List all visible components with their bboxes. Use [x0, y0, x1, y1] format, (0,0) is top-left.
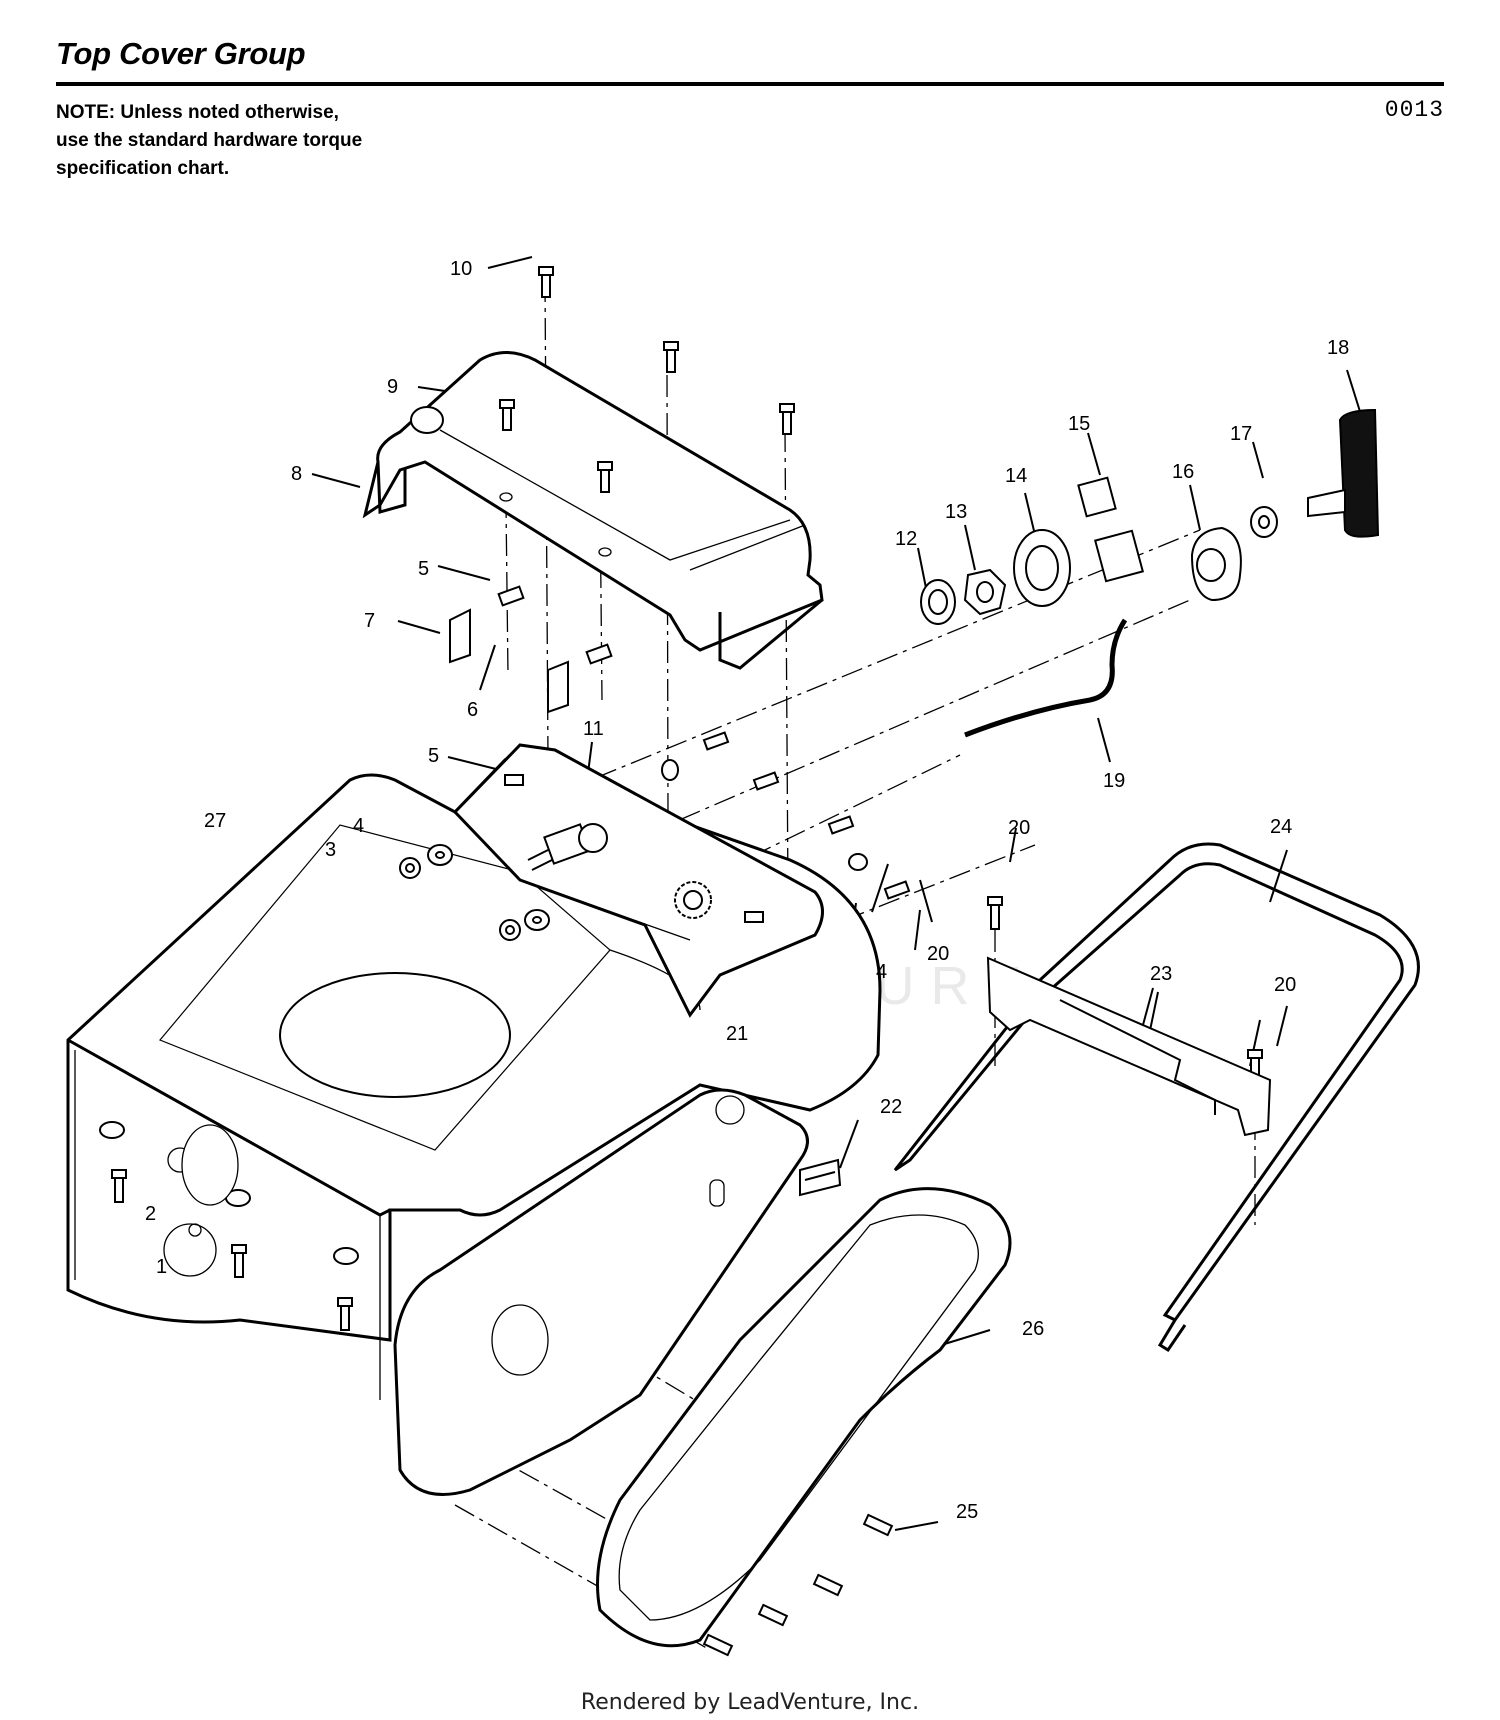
callout-4-b: 4	[876, 961, 887, 983]
cable-part	[964, 618, 1128, 738]
note-line: specification chart.	[56, 158, 230, 179]
torque-note: NOTE: Unless noted otherwise, use the st…	[56, 99, 362, 183]
callout-16: 16	[1172, 461, 1194, 483]
callout-10: 10	[450, 258, 472, 280]
screws-hardware	[99, 266, 1263, 1657]
decal-part	[799, 1158, 842, 1197]
callout-18: 18	[1327, 337, 1349, 359]
belt-cover-part	[596, 1187, 1012, 1648]
callout-11: 11	[583, 718, 604, 740]
callout-20: 20	[1008, 817, 1030, 839]
top-cover-detail	[439, 429, 806, 571]
gear-part	[674, 881, 712, 919]
callout-22: 22	[880, 1096, 902, 1118]
title-rule	[56, 82, 1444, 86]
control-panel-plate	[452, 743, 824, 1018]
footer-credit: Rendered by LeadVenture, Inc.	[580, 1690, 920, 1715]
ignition-switch-part	[527, 823, 608, 871]
callout-15: 15	[1068, 413, 1090, 435]
top-cover-part	[362, 351, 824, 670]
callout-27: 27	[204, 810, 226, 832]
callout-14: 14	[1005, 465, 1027, 487]
tube-frame-part	[893, 842, 1420, 1353]
callout-20-c: 20	[1274, 974, 1296, 996]
callout-20-b: 20	[927, 943, 949, 965]
side-plate-part	[393, 1088, 809, 1496]
callout-17: 17	[1230, 423, 1252, 445]
callout-26: 26	[1022, 1318, 1044, 1340]
callout-7: 7	[364, 610, 375, 632]
callout-21: 21	[726, 1023, 748, 1045]
page-title: Top Cover Group	[56, 36, 306, 71]
callout-19: 19	[1103, 770, 1125, 792]
callout-numbers: 1 2 3 4 4 5 5 6 7 8 9 10 11 12 13 14 15 …	[145, 258, 1349, 1523]
callout-24: 24	[1270, 816, 1292, 838]
callout-5: 5	[418, 558, 429, 580]
callout-5-b: 5	[428, 745, 439, 767]
note-line: NOTE: Unless noted otherwise,	[56, 102, 339, 123]
callout-25: 25	[956, 1501, 978, 1523]
callout-4: 4	[353, 815, 364, 837]
diagram-id: 0013	[1384, 97, 1444, 123]
callout-1: 1	[156, 1256, 167, 1278]
note-line: use the standard hardware torque	[56, 130, 363, 151]
side-plate-detail	[181, 1095, 745, 1376]
callout-6: 6	[467, 699, 478, 721]
callout-23: 23	[1150, 963, 1172, 985]
knob-assembly-parts	[920, 408, 1380, 625]
callout-8: 8	[291, 463, 302, 485]
callout-3: 3	[325, 839, 336, 861]
callout-9: 9	[387, 376, 398, 398]
callout-2: 2	[145, 1203, 156, 1225]
callout-13: 13	[945, 501, 967, 523]
crossbar-bracket-part	[986, 956, 1272, 1137]
callout-12: 12	[895, 528, 917, 550]
